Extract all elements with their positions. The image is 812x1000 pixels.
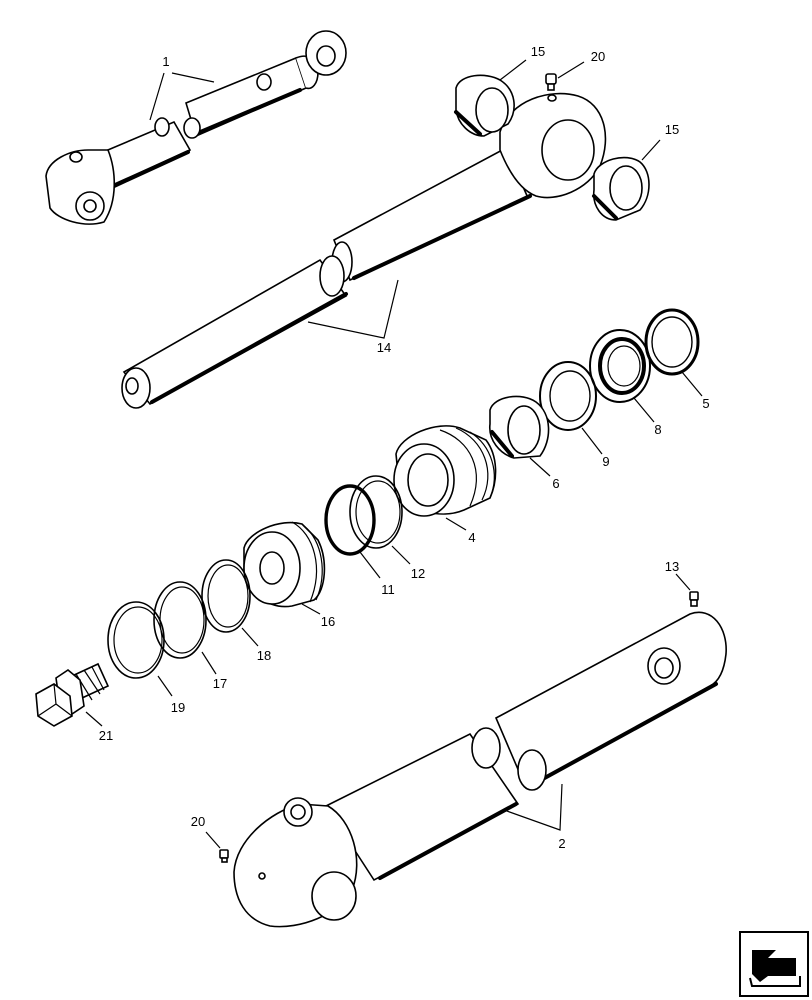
callout-9: 9 [602, 454, 609, 469]
callout-16: 16 [321, 614, 335, 629]
part-15-bushing-upper [454, 74, 515, 137]
callout-11: 11 [381, 582, 395, 597]
callout-19: 19 [171, 700, 185, 715]
callout-20-lower: 20 [191, 814, 205, 829]
next-page-arrow-icon[interactable] [739, 931, 809, 997]
part-6-guide-bushing [489, 395, 550, 459]
part-14-piston-rod [121, 92, 607, 409]
callout-20-upper: 20 [591, 49, 605, 64]
callout-12: 12 [411, 566, 425, 581]
callout-13: 13 [665, 559, 679, 574]
part-19-wear-ring [107, 601, 165, 679]
part-21-bolt [35, 662, 110, 727]
part-1-cylinder-assembly [45, 30, 347, 225]
part-8-rod-seal [589, 329, 651, 403]
part-20-grease-fitting-lower [219, 849, 229, 863]
part-13-fitting [689, 591, 699, 607]
callout-21: 21 [99, 728, 113, 743]
callout-1: 1 [162, 54, 169, 69]
callout-6: 6 [552, 476, 559, 491]
part-20-grease-fitting-upper [545, 73, 557, 91]
callout-18: 18 [257, 648, 271, 663]
part-12-backup-ring [349, 475, 403, 549]
callout-17: 17 [213, 676, 227, 691]
part-15-bushing-lower [592, 156, 650, 221]
part-16-piston [243, 521, 326, 608]
callout-14: 14 [377, 340, 391, 355]
part-9-backup-ring [539, 361, 597, 431]
part-11-o-ring [324, 484, 376, 556]
callout-15-lower: 15 [665, 122, 679, 137]
callout-4: 4 [468, 530, 475, 545]
callout-2: 2 [558, 836, 565, 851]
part-18-piston-ring [201, 559, 251, 633]
callout-5: 5 [702, 396, 709, 411]
callout-15-upper: 15 [531, 44, 545, 59]
part-4-gland [393, 425, 497, 517]
part-5-wiper [644, 308, 700, 376]
callout-8: 8 [654, 422, 661, 437]
part-2-cylinder-barrel [233, 611, 727, 928]
